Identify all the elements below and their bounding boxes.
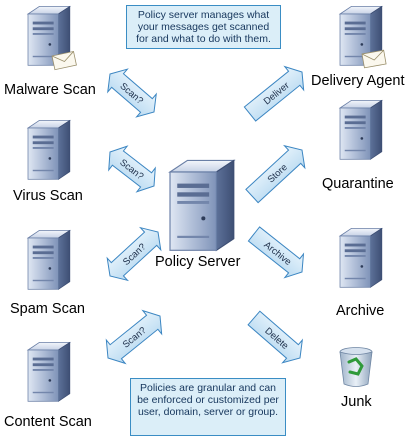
malware-scan-label: Malware Scan	[4, 82, 96, 98]
virus-scan-arrow-shape	[108, 145, 156, 193]
junk-label: Junk	[341, 394, 372, 410]
policies-granular-note: Policies are granular and can be enforce…	[130, 378, 286, 436]
malware-scan-arrow: Scan?	[107, 68, 157, 118]
store-arrow-shape	[245, 144, 306, 204]
virus-scan-server-icon	[27, 119, 71, 180]
policy-server-icon	[169, 159, 235, 252]
virus-scan-label: Virus Scan	[13, 188, 83, 204]
delete-arrow: Delete	[247, 310, 304, 364]
quarantine-server-icon	[339, 99, 383, 160]
content-scan-label: Content Scan	[4, 414, 92, 430]
spam-scan-arrow: Scan?	[106, 226, 162, 282]
recycle-bin-icon	[339, 347, 373, 387]
arrows-layer: Scan? Scan? Scan? Scan? DeliverStoreArchiveD…	[105, 65, 306, 365]
archive-arrow: Archive	[247, 226, 305, 279]
spam-scan-label: Spam Scan	[10, 301, 85, 317]
archive-server-icon	[339, 227, 383, 288]
spam-scan-server-icon	[27, 229, 71, 290]
content-scan-arrow: Scan?	[105, 309, 163, 365]
archive-label: Archive	[336, 303, 385, 319]
archive-arrow-shape	[247, 226, 305, 279]
store-arrow: Store	[245, 144, 306, 204]
virus-scan-arrow: Scan?	[108, 145, 156, 193]
policy-server-label: Policy Server	[155, 254, 241, 270]
content-scan-server-icon	[27, 341, 71, 402]
spam-scan-arrow-shape	[106, 226, 162, 282]
deliver-arrow: Deliver	[243, 65, 305, 122]
malware-scan-arrow-shape	[107, 68, 157, 118]
deliver-arrow-shape	[243, 65, 305, 122]
quarantine-label: Quarantine	[322, 176, 394, 192]
delete-arrow-shape	[247, 310, 304, 364]
policy-server-note: Policy server manages what your messages…	[126, 5, 281, 49]
content-scan-arrow-shape	[105, 309, 163, 365]
delivery-agent-label: Delivery Agent	[311, 73, 405, 89]
